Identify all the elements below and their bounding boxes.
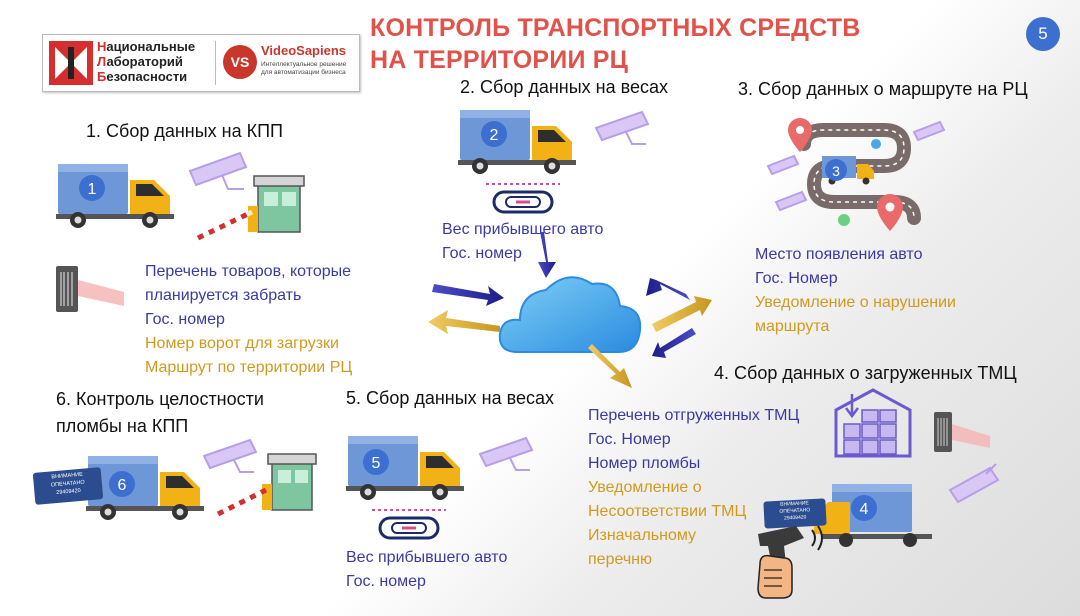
truck-icon: 5 xyxy=(346,436,464,500)
nlb-line-1: ациональные xyxy=(106,39,196,54)
step-5-items: Вес прибывшего авто Гос. номер xyxy=(346,546,507,594)
step-5-truck-number: 5 xyxy=(372,455,381,472)
vs-name: VideoSapiens xyxy=(261,43,347,58)
barcode-scanner-icon xyxy=(934,412,990,452)
cloud-icon xyxy=(498,276,642,353)
step-2-item: Вес прибывшего авто xyxy=(442,221,604,238)
title-line-1: КОНТРОЛЬ ТРАНСПОРТНЫХ СРЕДСТВ xyxy=(370,14,861,42)
step-1-items: Перечень товаров, которые планируется за… xyxy=(145,260,352,380)
barcode-scanner-icon xyxy=(56,266,124,312)
step-2-items: Вес прибывшего авто Гос. номер xyxy=(442,218,603,266)
title-line-2: НА ТЕРРИТОРИИ РЦ xyxy=(370,46,629,74)
truck-icon: 6 xyxy=(86,456,204,520)
vs-logo-icon: VS xyxy=(223,45,257,79)
step-6-heading-line: пломбы на КПП xyxy=(56,416,189,436)
nlb-line-2: абораторий xyxy=(106,54,183,69)
step-3-items: Место появления авто Гос. Номер Уведомле… xyxy=(755,243,956,339)
route-map-icon: 3 xyxy=(766,118,946,231)
step-4-truck-number: 4 xyxy=(860,501,869,518)
step-5-item: Вес прибывшего авто xyxy=(346,549,508,566)
vs-tagline: Интеллектуальное решение для автоматизац… xyxy=(261,61,347,76)
step-3-item: Место появления авто xyxy=(755,246,923,263)
checkpoint-icon xyxy=(216,453,317,517)
hand-scanner-icon xyxy=(757,525,823,599)
step-3-item: Гос. Номер xyxy=(755,270,838,287)
truck-icon: 2 xyxy=(458,110,576,174)
arrow-icon xyxy=(432,284,504,306)
step-4-item: Изначальному xyxy=(588,527,697,544)
step-4-item: Уведомление о xyxy=(588,479,702,496)
step-2-heading: 2. Сбор данных на весах xyxy=(460,77,669,97)
step-4-items: Перечень отгруженных ТМЦ Гос. Номер Номе… xyxy=(588,404,799,572)
step-3-item: маршрута xyxy=(755,318,830,335)
step-3-heading: 3. Сбор данных о маршруте на РЦ xyxy=(738,79,1028,99)
camera-icon xyxy=(188,151,248,190)
step-1-item: Перечень товаров, которые xyxy=(145,263,352,280)
truck-icon: 1 xyxy=(56,164,174,228)
arrow-icon xyxy=(428,310,500,334)
slide-number-badge: 5 xyxy=(1026,17,1060,51)
step-1-truck-number: 1 xyxy=(88,181,97,198)
step-4-item: Перечень отгруженных ТМЦ xyxy=(588,407,800,424)
camera-icon xyxy=(478,436,534,471)
checkpoint-icon xyxy=(196,175,305,241)
step-4-item: перечню xyxy=(588,551,652,568)
step-1-item: Номер ворот для загрузки xyxy=(145,335,339,352)
step-6-heading: 6. Контроль целостности пломбы на КПП xyxy=(56,386,264,440)
scale-icon xyxy=(372,509,446,540)
step-6-heading-line: 6. Контроль целостности xyxy=(56,389,264,409)
step-1-heading: 1. Сбор данных на КПП xyxy=(86,121,283,141)
step-1-item: Маршрут по территории РЦ xyxy=(145,359,353,376)
warehouse-icon xyxy=(834,388,912,458)
step-2-truck-number: 2 xyxy=(490,127,499,144)
step-1-item: Гос. номер xyxy=(145,311,225,328)
step-5-heading: 5. Сбор данных на весах xyxy=(346,388,555,408)
nlb-line-3: езопасности xyxy=(106,69,188,84)
step-4-item: Номер пломбы xyxy=(588,455,701,472)
step-5-item: Гос. номер xyxy=(346,573,426,590)
page-title: КОНТРОЛЬ ТРАНСПОРТНЫХ СРЕДСТВ НА ТЕРРИТО… xyxy=(370,12,861,76)
step-1-item: планируется забрать xyxy=(145,287,302,304)
camera-icon xyxy=(948,463,1000,504)
arrow-icon xyxy=(538,232,556,278)
arrow-icon xyxy=(588,344,632,388)
nlb-name: Национальные Лабораторий Безопасности xyxy=(97,39,196,84)
step-3-truck-number: 3 xyxy=(832,163,840,179)
step-4-heading: 4. Сбор данных о загруженных ТМЦ xyxy=(714,363,1017,383)
step-3-item: Уведомление о нарушении xyxy=(755,294,956,311)
arrow-icon xyxy=(646,278,690,300)
camera-icon xyxy=(202,438,258,473)
step-4-item: Несоответствии ТМЦ xyxy=(588,503,747,520)
cloud-data-flow xyxy=(428,232,712,388)
arrow-icon xyxy=(652,328,696,358)
step-6-truck-number: 6 xyxy=(118,477,127,494)
truck-icon: 4 xyxy=(814,484,932,547)
scale-icon xyxy=(486,183,560,214)
nlb-logo-icon xyxy=(49,41,93,85)
logo-banner: Национальные Лабораторий Безопасности VS… xyxy=(42,34,360,92)
step-2-item: Гос. номер xyxy=(442,245,522,262)
arrow-icon xyxy=(652,296,712,332)
camera-icon xyxy=(594,110,650,145)
step-4-item: Гос. Номер xyxy=(588,431,671,448)
